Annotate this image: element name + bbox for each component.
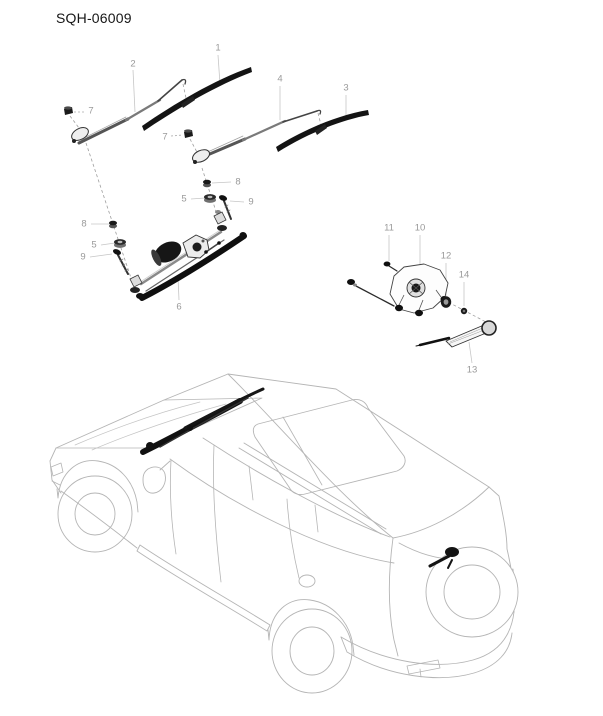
part-10-rear-wiper-motor [389,263,449,317]
part-7-arm-nut [64,106,193,138]
callout-1: 1 [215,42,221,54]
callout-6: 6 [176,301,182,313]
vehicle-roof-outline [227,373,490,488]
part-14-nut [460,307,468,315]
part-13-rear-wiper-arm [415,320,497,348]
part-8-pivot-nut [109,179,211,229]
callout-5-left: 5 [91,239,97,251]
callout-4: 4 [277,73,283,85]
callout-9-right: 9 [248,196,254,208]
part-3-wiper-blade [276,110,369,152]
callout-8-right: 8 [235,176,241,188]
callout-14: 14 [458,269,470,281]
callout-7-left: 7 [88,105,94,117]
part-1-wiper-blade [142,67,252,131]
callout-8-left: 8 [81,218,87,230]
callout-11: 11 [384,222,394,234]
callout-13: 13 [466,364,478,376]
part-4-wiper-arm [192,109,322,164]
part-9-pivot-screw [113,195,232,275]
part-2-wiper-arm [71,78,187,145]
vehicle-hood-outline [49,373,229,462]
part-5-pivot-washer [114,194,216,248]
vehicle-rear-wheel [271,608,353,694]
vehicle-sunroof [252,399,406,496]
callout-3: 3 [343,82,349,94]
vehicle-illustration [49,373,519,694]
callout-2: 2 [130,58,136,70]
part-11-screw [347,261,398,307]
part-12-grommet [440,296,452,308]
vehicle-mirror [142,460,171,494]
callout-9-left: 9 [80,251,86,263]
diagram-code: SQH-06009 [56,10,132,26]
installed-rear-wiper [428,547,459,569]
callout-12: 12 [440,250,452,262]
vehicle-spare-wheel [425,546,519,638]
vehicle-roof-rail [238,442,387,535]
callout-10: 10 [414,222,426,234]
callout-7-mid: 7 [162,131,168,143]
vehicle-front-wheel [57,475,133,553]
installed-front-wiper [140,387,265,455]
part-6-wiper-linkage-motor [129,210,247,301]
callout-leader-lines [74,54,473,364]
callout-5-right: 5 [181,193,187,205]
